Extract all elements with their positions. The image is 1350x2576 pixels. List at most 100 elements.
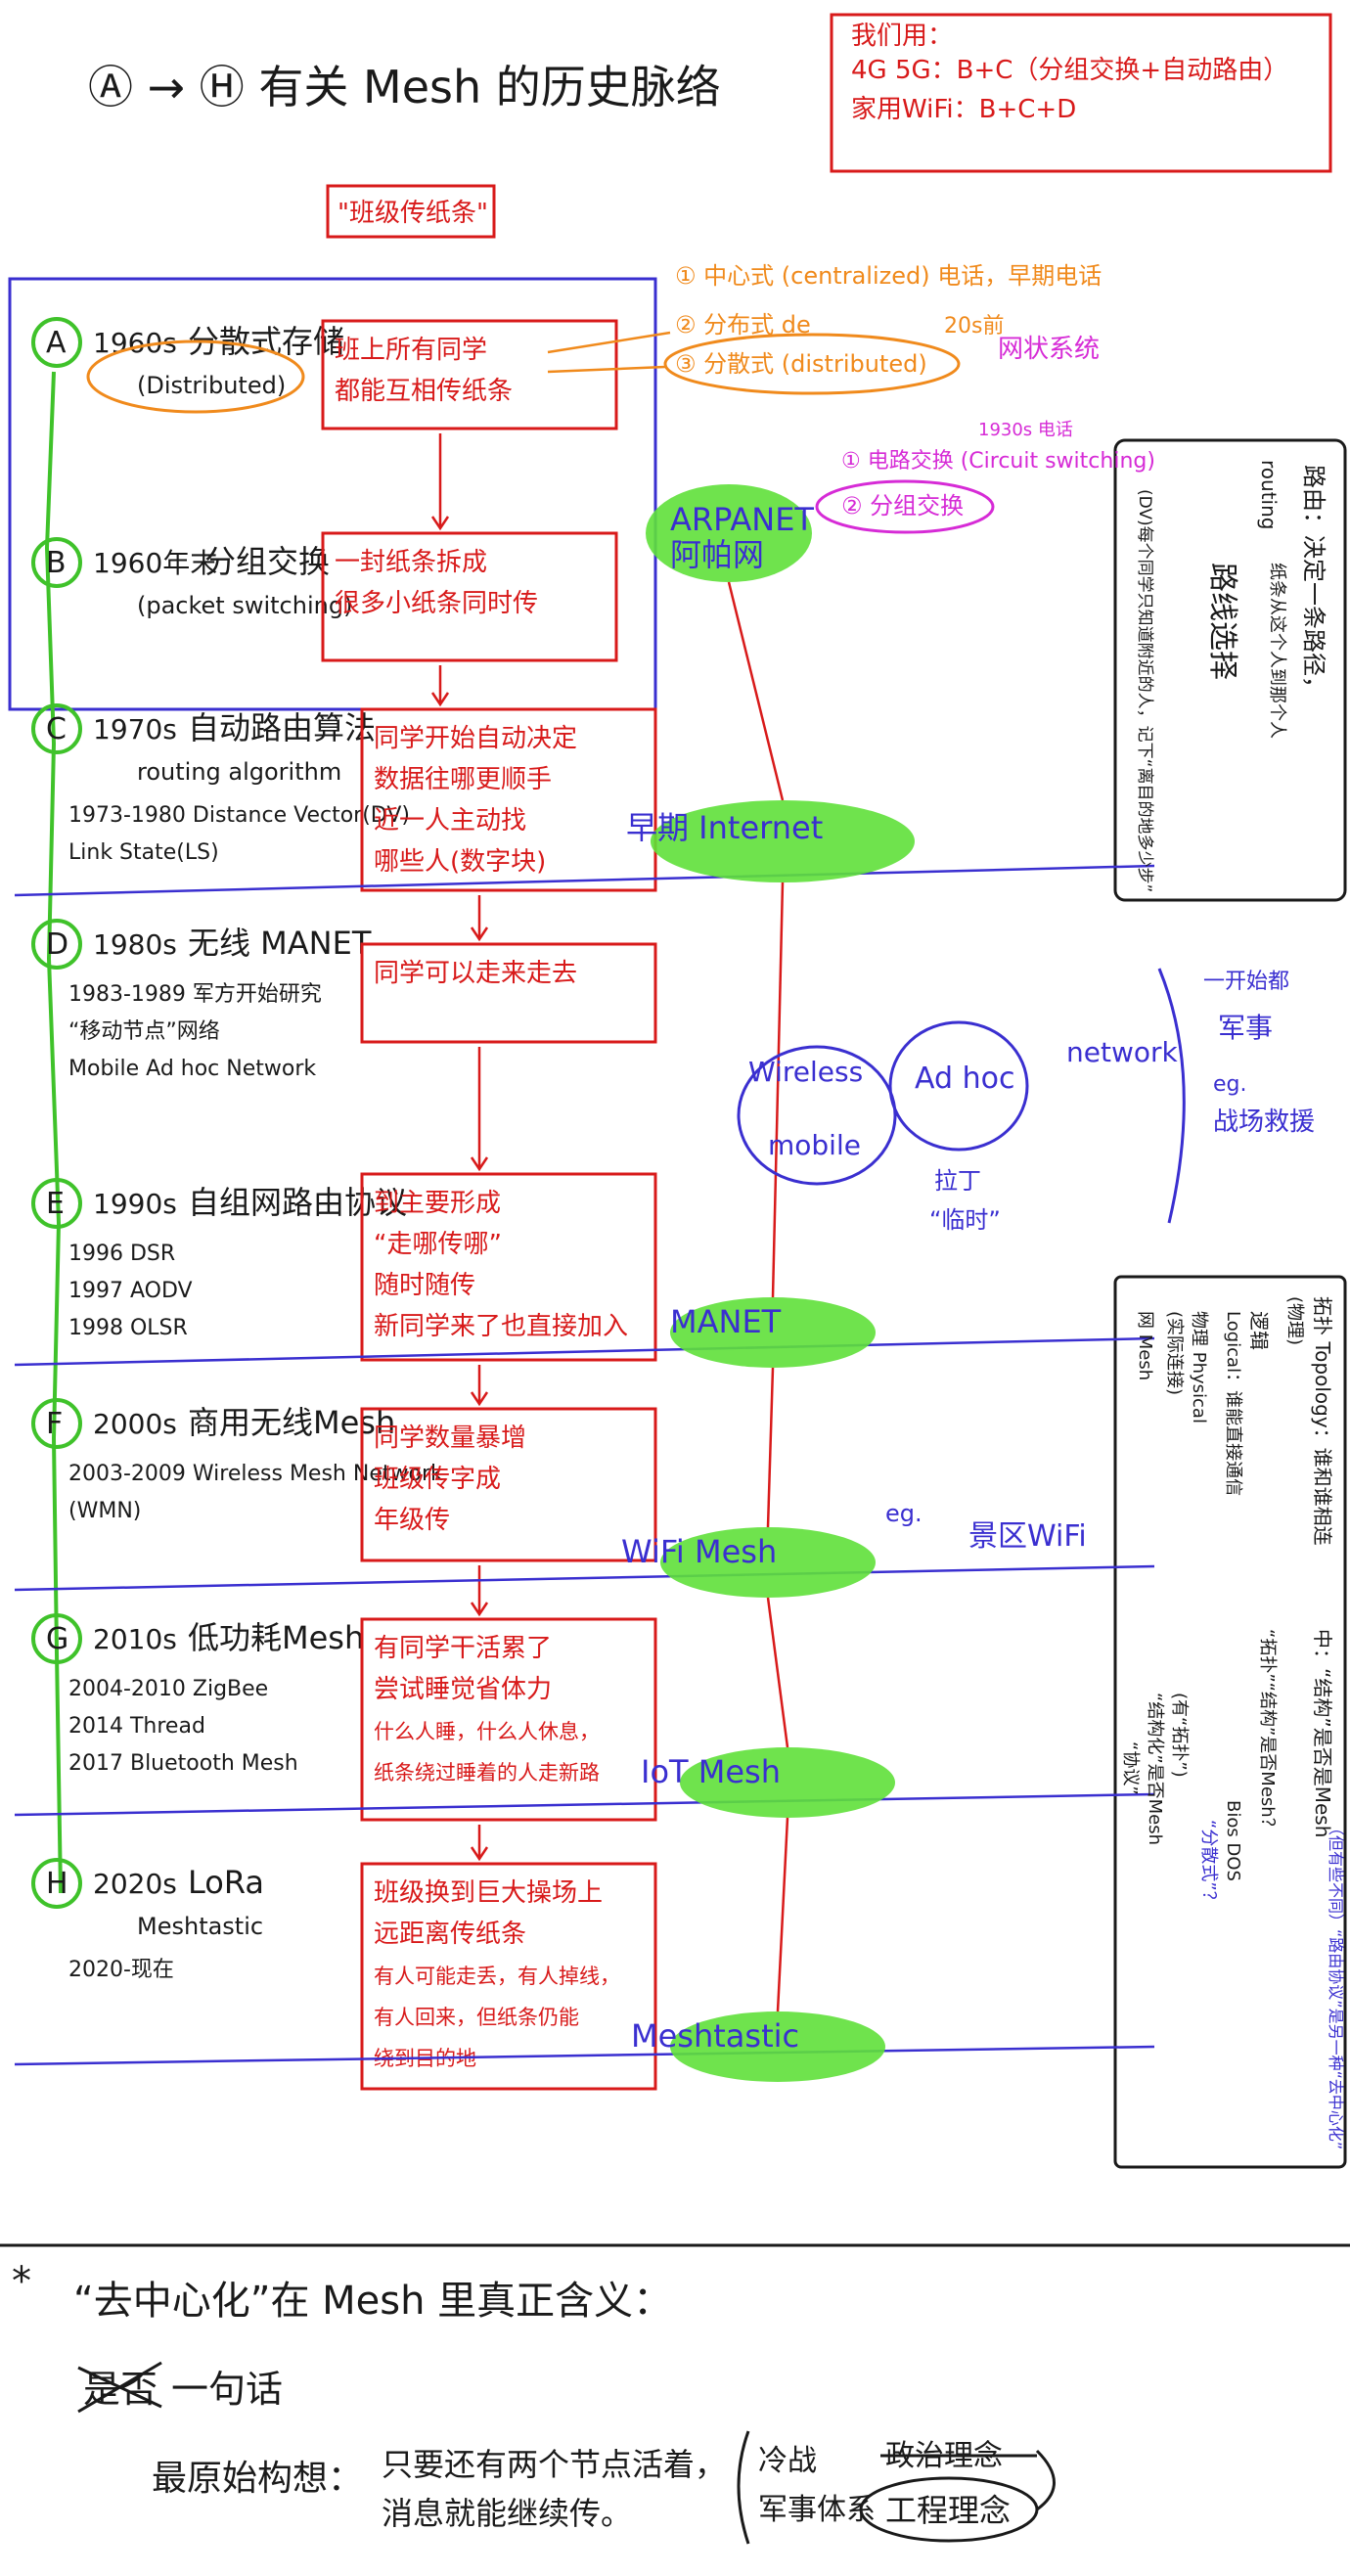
analogy-line: 远距离传纸条 (374, 1920, 526, 1949)
side-panel-routing-text: 路由：决定一条路径， routing 纸条从这个人到那个人 路线选择 (DV)每… (1135, 460, 1328, 892)
era-year-note: 1983-1989 军方开始研究 (68, 982, 322, 1007)
era-letter-circle (31, 1398, 82, 1449)
era-name: 自组网路由协议 (188, 1184, 407, 1221)
era-letter-circle (31, 919, 82, 970)
analogy-arrowhead (470, 1602, 489, 1617)
milestone-label: Meshtastic (631, 2017, 799, 2055)
usage-note-box (830, 13, 1332, 173)
era-sub: routing algorithm (137, 758, 341, 786)
arrow-mark (1035, 2449, 1056, 2511)
side-note: 纸条从这个人到那个人 (1267, 563, 1287, 739)
bottom-summary: * “去中心化”在 Mesh 里真正含义： 是否 一句话 最原始构想： 只要还有… (12, 2259, 1056, 2545)
usage-note-line: 家用WiFi：B+C+D (851, 95, 1076, 124)
era-divider (14, 1336, 1155, 1367)
side-note: “结构化”是否Mesh (1145, 1693, 1165, 1845)
milestone-highlight (660, 1527, 876, 1598)
era-year-note: 1996 DSR (68, 1242, 175, 1266)
era-letter: F (46, 1407, 63, 1441)
side-note: (DV)每个同学只知道附近的人，记下“离目的地多少步” (1135, 489, 1154, 892)
milestone-label: 早期 Internet (626, 809, 823, 846)
era-name: 分组交换 (204, 543, 330, 580)
analogy-box (360, 942, 657, 1044)
analogy-line: 到主要形成 (374, 1189, 501, 1218)
branch-notes: ① 中心式 (centralized) 电话，早期电话 ② 分布式 de ③ 分… (675, 262, 1315, 1554)
era-divider (14, 1564, 1155, 1592)
wireless-label: network (1066, 1036, 1178, 1068)
military-note: eg. (1213, 1072, 1247, 1097)
era-sub: (Distributed) (137, 372, 286, 399)
side-note: “分散式”？ (1198, 1820, 1219, 1909)
wireless-circle (737, 1045, 897, 1186)
era-decade: 1980s (93, 928, 177, 961)
era-decade: 1960年末 (93, 547, 217, 579)
side-note: Logical：谁能直接通信 (1223, 1311, 1243, 1496)
topology-note: ③ 分散式 (distributed) (675, 350, 927, 378)
milestone-label: MANET (670, 1303, 782, 1340)
milestone-arrow (771, 881, 785, 1298)
era-letter-circle (31, 1178, 82, 1229)
military-bracket (1157, 968, 1186, 1224)
era-letter: A (46, 326, 67, 360)
era-divider (14, 864, 1155, 897)
analogy-line: “走哪传哪” (374, 1230, 502, 1259)
usage-note-line: 我们用： (851, 22, 953, 51)
era-decade: 1970s (93, 713, 177, 746)
milestone-label: IoT Mesh (641, 1753, 781, 1790)
analogy-line: 纸条绕过睡着的人走新路 (374, 1761, 600, 1785)
side-note: 路由：决定一条路径， (1300, 465, 1328, 700)
era-year-note: 2020-现在 (68, 1958, 174, 1982)
milestone-highlight (651, 800, 915, 882)
topology-extra: 20s前 (944, 314, 1004, 339)
era-letter-circle (31, 317, 82, 368)
milestone-arrow (766, 1597, 789, 1748)
era-decade: 2020s (93, 1868, 177, 1900)
analogy-box (360, 1172, 657, 1362)
bracket-mark (737, 2430, 750, 2545)
era-year-note: 1998 OLSR (68, 1316, 188, 1340)
side-note: “协议” (1120, 1741, 1141, 1795)
milestone-label: 阿帕网 (670, 536, 764, 573)
era-year-note: 2014 Thread (68, 1714, 205, 1739)
side-note: (有“拓扑”) (1169, 1693, 1190, 1778)
era-year-note: Mobile Ad hoc Network (68, 1057, 316, 1081)
summary-aside: 冷战 (758, 2444, 817, 2478)
era-year-note: 2017 Bluetooth Mesh (68, 1751, 298, 1776)
analogy-line: 很多小纸条同时传 (335, 589, 538, 618)
military-note: 一开始都 (1203, 970, 1289, 994)
era-decade: 2000s (93, 1408, 177, 1440)
military-note: 战场救援 (1213, 1107, 1315, 1137)
analogy-line: 班级换到巨大操场上 (374, 1878, 603, 1908)
side-panel-topology (1113, 1275, 1347, 2169)
timeline-spine (44, 371, 63, 1894)
analogy-box (360, 1617, 657, 1822)
analogy-line: 有人可能走丢，有人掉线， (374, 1965, 620, 1988)
topology-note: ① 中心式 (centralized) 电话，早期电话 (675, 262, 1102, 290)
era-letter-circle (31, 537, 82, 588)
side-note: “拓扑”“结构”是否Mesh？ (1257, 1629, 1278, 1835)
analogy-line: 尝试睡觉省体力 (374, 1675, 552, 1704)
side-note: (物理) (1284, 1296, 1305, 1345)
analogy-arrowhead (470, 1391, 489, 1407)
era-year-note: 2004-2010 ZigBee (68, 1677, 268, 1701)
analogy-arrowhead (430, 692, 450, 707)
milestone-arrow (766, 1367, 775, 1528)
analogy-line: 近一人主动找 (374, 806, 526, 836)
milestone-label: WiFi Mesh (621, 1533, 777, 1570)
era-sub: (packet switching) (137, 592, 352, 619)
side-note: 网 Mesh (1135, 1311, 1155, 1380)
era-year-note: 1997 AODV (68, 1279, 193, 1303)
page-title: Ⓐ → Ⓗ 有关 Mesh 的历史脉络 (88, 61, 721, 113)
analogy-arrowhead (430, 516, 450, 531)
milestone-highlight (670, 2011, 885, 2082)
analogy-line: 新同学来了也直接加入 (374, 1312, 628, 1341)
milestone-highlight (646, 484, 812, 582)
era-letter: D (46, 927, 68, 962)
side-note: (实际连接) (1164, 1311, 1185, 1395)
milestone-highlight (670, 1297, 876, 1368)
analogy-line: 同学开始自动决定 (374, 724, 577, 753)
switching-note: ① 电路交换 (Circuit switching) (841, 449, 1155, 474)
analogy-box (360, 1407, 657, 1562)
wifi-example: eg. (885, 1500, 922, 1527)
era-decade: 2010s (93, 1623, 177, 1655)
analogy-box (360, 1862, 657, 2091)
